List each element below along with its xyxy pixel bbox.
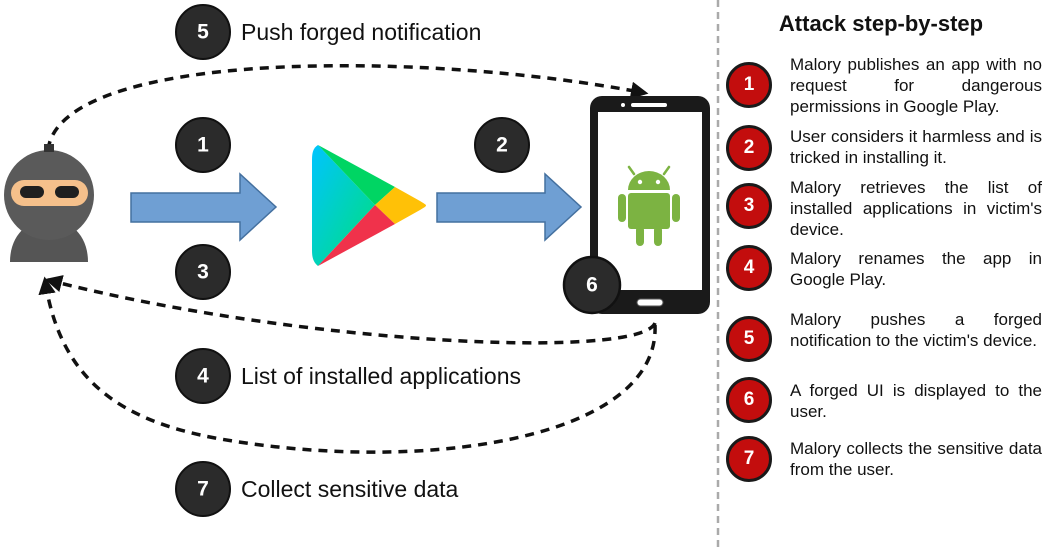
attacker-ninja-icon xyxy=(4,144,94,262)
step-1-badge: 1 xyxy=(175,117,231,173)
step-item-1-badge: 1 xyxy=(726,62,772,108)
push-notification-label: Push forged notification xyxy=(241,19,481,45)
svg-text:5: 5 xyxy=(197,21,209,44)
list-apps-path xyxy=(44,275,657,345)
step-item-6-badge: 6 xyxy=(726,377,772,423)
svg-text:6: 6 xyxy=(586,274,598,297)
install-arrow xyxy=(436,172,583,242)
step-item-2-text: User considers it harmless and is tricke… xyxy=(790,127,1042,167)
step-2-badge: 2 xyxy=(474,117,530,173)
publish-arrow xyxy=(130,172,278,242)
step-item-4-text: Malory renames the app in Google Play. xyxy=(790,249,1042,289)
step-4-badge: 4 xyxy=(175,348,231,404)
step-item-2-badge: 2 xyxy=(726,125,772,171)
step-item-3-text: Malory retrieves the list of installed a… xyxy=(790,178,1042,239)
push-notification-path xyxy=(46,63,649,151)
panel-title: Attack step-by-step xyxy=(778,11,984,36)
step-6-badge: 6 xyxy=(562,255,622,315)
android-icon xyxy=(618,165,680,246)
svg-text:4: 4 xyxy=(197,365,209,388)
step-item-7-badge: 7 xyxy=(726,436,772,482)
step-7-badge: 7 xyxy=(175,461,231,517)
step-item-6-text: A forged UI is displayed to the user. xyxy=(790,381,1042,421)
svg-text:1: 1 xyxy=(197,134,209,157)
step-item-1-text: Malory publishes an app with no request … xyxy=(790,55,1042,116)
step-item-5-text: Malory pushes a forged notification to t… xyxy=(790,310,1042,350)
list-apps-label: List of installed applications xyxy=(241,363,521,389)
step-item-4-badge: 4 xyxy=(726,245,772,291)
step-item-7-text: Malory collects the sensitive data from … xyxy=(790,439,1042,479)
svg-text:3: 3 xyxy=(197,261,209,284)
step-item-5-badge: 5 xyxy=(726,316,772,362)
collect-data-label: Collect sensitive data xyxy=(241,476,459,502)
google-play-icon xyxy=(312,145,426,266)
svg-text:2: 2 xyxy=(496,134,508,157)
step-3-badge: 3 xyxy=(175,244,231,300)
svg-text:7: 7 xyxy=(197,478,209,501)
step-item-3-badge: 3 xyxy=(726,183,772,229)
step-5-badge: 5 xyxy=(175,4,231,60)
